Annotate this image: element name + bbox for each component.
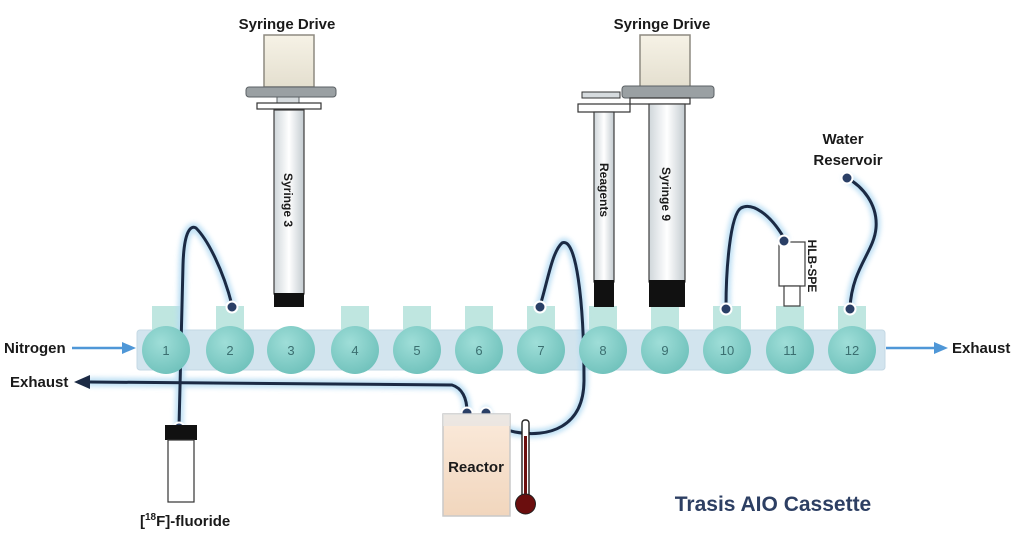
reagents-label: Reagents	[597, 163, 611, 217]
reactor-label: Reactor	[448, 459, 504, 476]
syringe-drive-right	[577, 34, 715, 113]
svg-text:9: 9	[661, 343, 668, 358]
exhaust-right-label: Exhaust	[952, 340, 1010, 357]
svg-text:1: 1	[162, 343, 169, 358]
exhaust-left-arrowhead	[74, 375, 90, 389]
valve-7: 7	[517, 326, 565, 374]
exhaust-left-label: Exhaust	[10, 374, 68, 391]
syringe-3-plunger	[274, 293, 304, 307]
drive-block-left	[263, 34, 315, 88]
syringe-9	[648, 103, 686, 307]
fluoride-vial	[165, 425, 197, 503]
drive-block-right	[639, 34, 691, 88]
svg-text:5: 5	[413, 343, 420, 358]
tube-water-reservoir-to-valve-12	[845, 176, 878, 310]
reagents-plunger	[594, 280, 614, 307]
thermometer-icon	[515, 419, 536, 515]
fluoride-vial-body	[167, 439, 195, 503]
svg-text:8: 8	[599, 343, 606, 358]
syringe-3-label: Syringe 3	[281, 173, 295, 227]
exhaust-outlet-arrow	[886, 342, 948, 354]
nitrogen-label: Nitrogen	[4, 340, 66, 357]
drive-plate-right	[621, 85, 715, 99]
valve-11: 11	[766, 326, 814, 374]
nitrogen-inlet-arrow	[72, 342, 136, 354]
svg-text:11: 11	[783, 343, 797, 358]
tube-valve-10-to-spe	[724, 205, 786, 309]
syringe-drive-left-label: Syringe Drive	[239, 16, 336, 33]
fluoride-label: [18F]-fluoride	[140, 512, 230, 530]
valve-2: 2	[206, 326, 254, 374]
syringe-9-label: Syringe 9	[659, 167, 673, 221]
reagents-syringe	[593, 111, 615, 307]
tubing-glow	[85, 173, 881, 439]
valves: 1 2 3 4 5 6 7 8 9 10 11 12	[142, 326, 876, 374]
valve-9: 9	[641, 326, 689, 374]
hlb-spe-label: HLB-SPE	[805, 240, 819, 293]
svg-text:3: 3	[287, 343, 294, 358]
syringe-drive-right-label: Syringe Drive	[614, 16, 711, 33]
water-reservoir-label-line1: Water	[822, 131, 863, 148]
reactor	[442, 413, 511, 517]
diagram-title: Trasis AIO Cassette	[675, 493, 872, 516]
tubing	[88, 176, 878, 436]
svg-text:2: 2	[226, 343, 233, 358]
valve-1: 1	[142, 326, 190, 374]
tube-fluoride-to-valve-2	[177, 225, 234, 429]
syringe-9-plunger	[649, 280, 685, 307]
valve-8: 8	[579, 326, 627, 374]
valve-5: 5	[393, 326, 441, 374]
syringe-9-barrel	[648, 103, 686, 283]
syringe-3-barrel	[273, 109, 305, 295]
syringe-drive-left	[245, 34, 337, 110]
valve-4: 4	[331, 326, 379, 374]
hlb-spe-cartridge	[778, 241, 806, 307]
svg-text:12: 12	[845, 343, 859, 358]
valve-tabs	[152, 306, 866, 330]
drive-plate-left	[245, 86, 337, 98]
svg-text:10: 10	[720, 343, 734, 358]
valve-6: 6	[455, 326, 503, 374]
valve-12: 12	[828, 326, 876, 374]
fluoride-vial-cap	[165, 425, 197, 440]
valve-10: 10	[703, 326, 751, 374]
water-reservoir-label-line2: Reservoir	[813, 152, 882, 169]
svg-text:7: 7	[537, 343, 544, 358]
manifold-bar	[136, 329, 886, 371]
syringe-3	[273, 109, 305, 307]
valve-3: 3	[267, 326, 315, 374]
svg-text:4: 4	[351, 343, 358, 358]
reactor-vessel	[442, 413, 511, 517]
svg-text:6: 6	[475, 343, 482, 358]
